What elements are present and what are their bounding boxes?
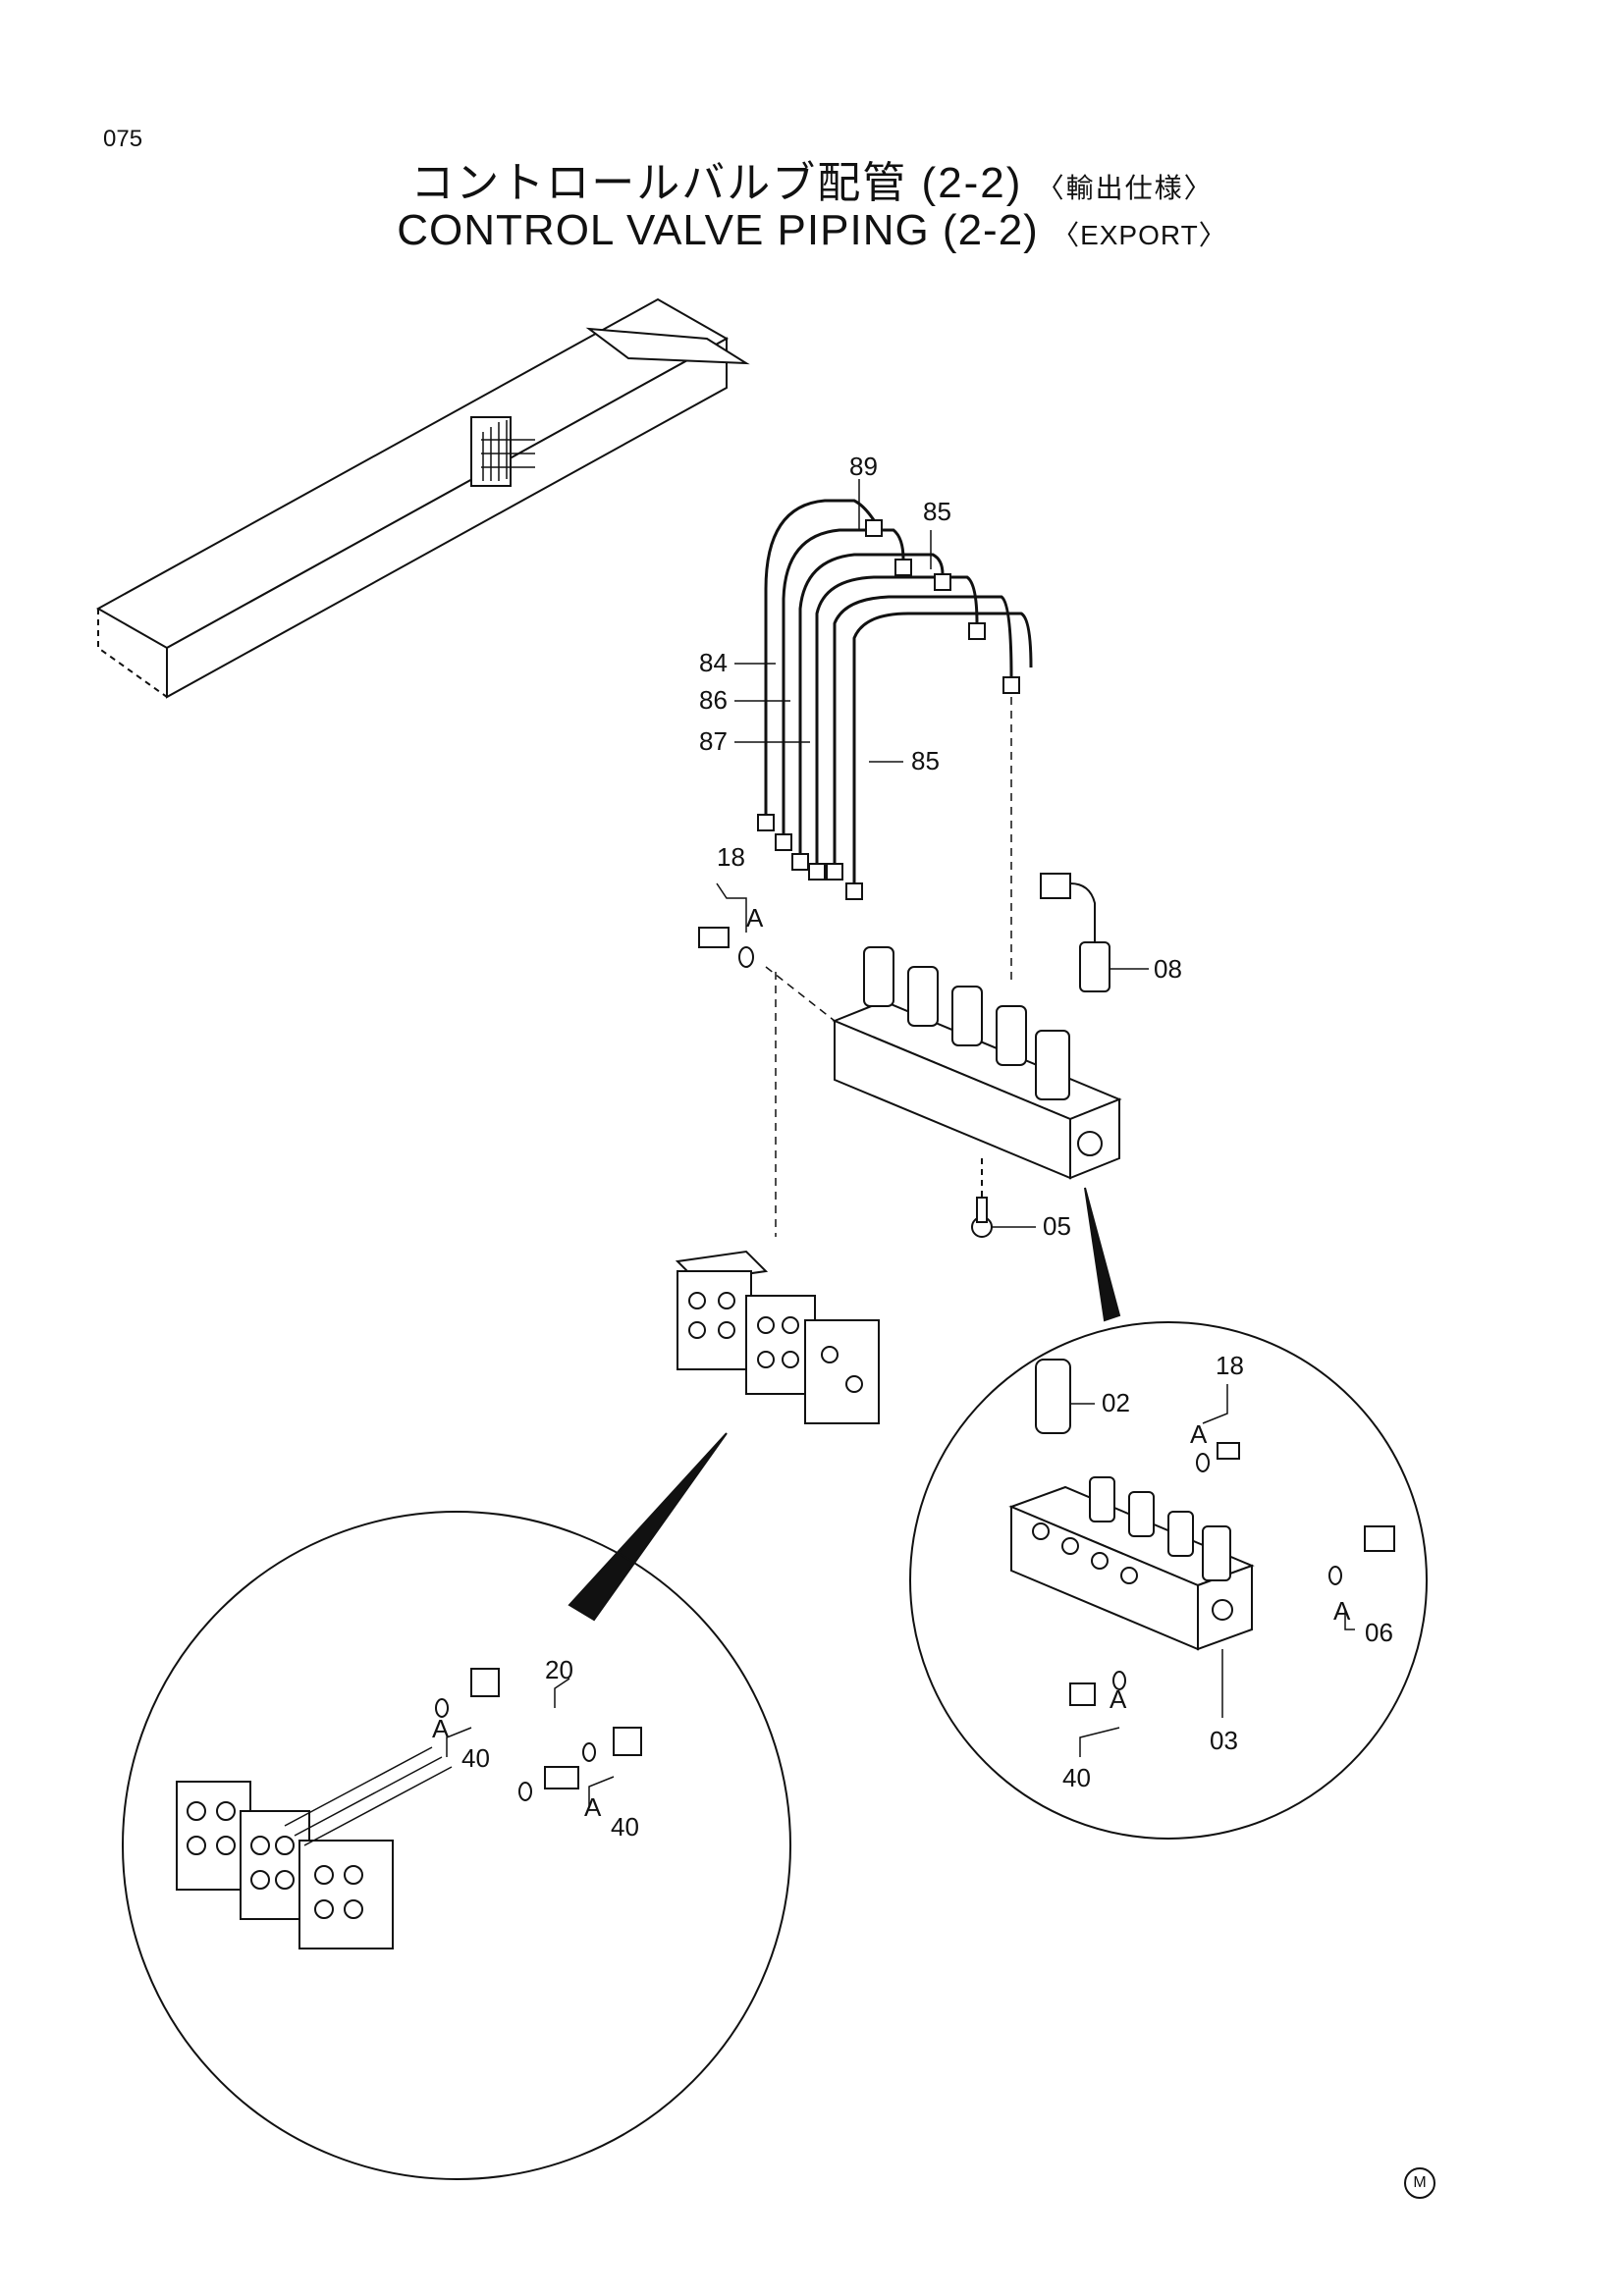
callout-87: 87 [699,726,728,756]
callout-84: 84 [699,648,728,677]
machine-outline [95,297,750,699]
pointer-right [1084,1187,1121,1322]
title-en-text: CONTROL VALVE PIPING (2-2) [397,206,1039,254]
callout-03: 03 [1210,1726,1238,1755]
solenoid-manifold [832,946,1122,1180]
callout-a-left1: A [432,1714,450,1743]
pipe-nuts [757,519,1020,900]
callout-18-top: 18 [717,842,745,872]
callout-18-right: 18 [1216,1351,1244,1380]
callout-86: 86 [699,685,728,715]
callout-05: 05 [1043,1211,1071,1241]
pressure-switch-08 [1040,873,1110,992]
detail-circle-left [122,1511,791,2180]
callout-40-right: 40 [1062,1763,1091,1792]
callout-40-left1: 40 [461,1743,490,1773]
control-valve-block [675,1250,880,1424]
pipe-bundle [764,499,1033,883]
callout-85-mid: 85 [911,746,940,775]
detail-left-valve [176,1668,642,1949]
callout-leaders [446,479,1355,1806]
callout-85-top: 85 [923,497,951,526]
callout-08: 08 [1154,954,1182,984]
bolt-05 [971,1158,993,1238]
callout-40-left2: 40 [611,1812,639,1842]
callout-06: 06 [1365,1618,1393,1647]
corner-mark: M [1404,2167,1435,2199]
callout-a-right3: A [1110,1684,1127,1714]
callout-a-right2: A [1333,1596,1351,1626]
title-jp-suffix: 〈輸出仕様〉 [1036,173,1214,203]
detail-right-manifold [1008,1359,1395,1706]
title-en-suffix: 〈EXPORT〉 [1052,220,1227,250]
title-japanese: コントロールバルブ配管 (2-2) 〈輸出仕様〉 [0,147,1624,210]
callout-a-left2: A [584,1792,602,1822]
title-english: CONTROL VALVE PIPING (2-2) 〈EXPORT〉 [0,206,1624,255]
leader-lines [765,697,1012,1237]
title-jp-text: コントロールバルブ配管 (2-2) [410,159,1023,207]
page-number: 075 [103,126,143,152]
fitting-18-top [698,927,754,968]
callout-89: 89 [849,452,878,481]
callout-02: 02 [1102,1388,1130,1417]
callout-a-right1: A [1190,1419,1208,1449]
detail-circle-right [909,1321,1428,1840]
callout-20: 20 [545,1655,573,1684]
pointer-left [568,1432,728,1622]
callout-a-top: A [746,903,764,933]
